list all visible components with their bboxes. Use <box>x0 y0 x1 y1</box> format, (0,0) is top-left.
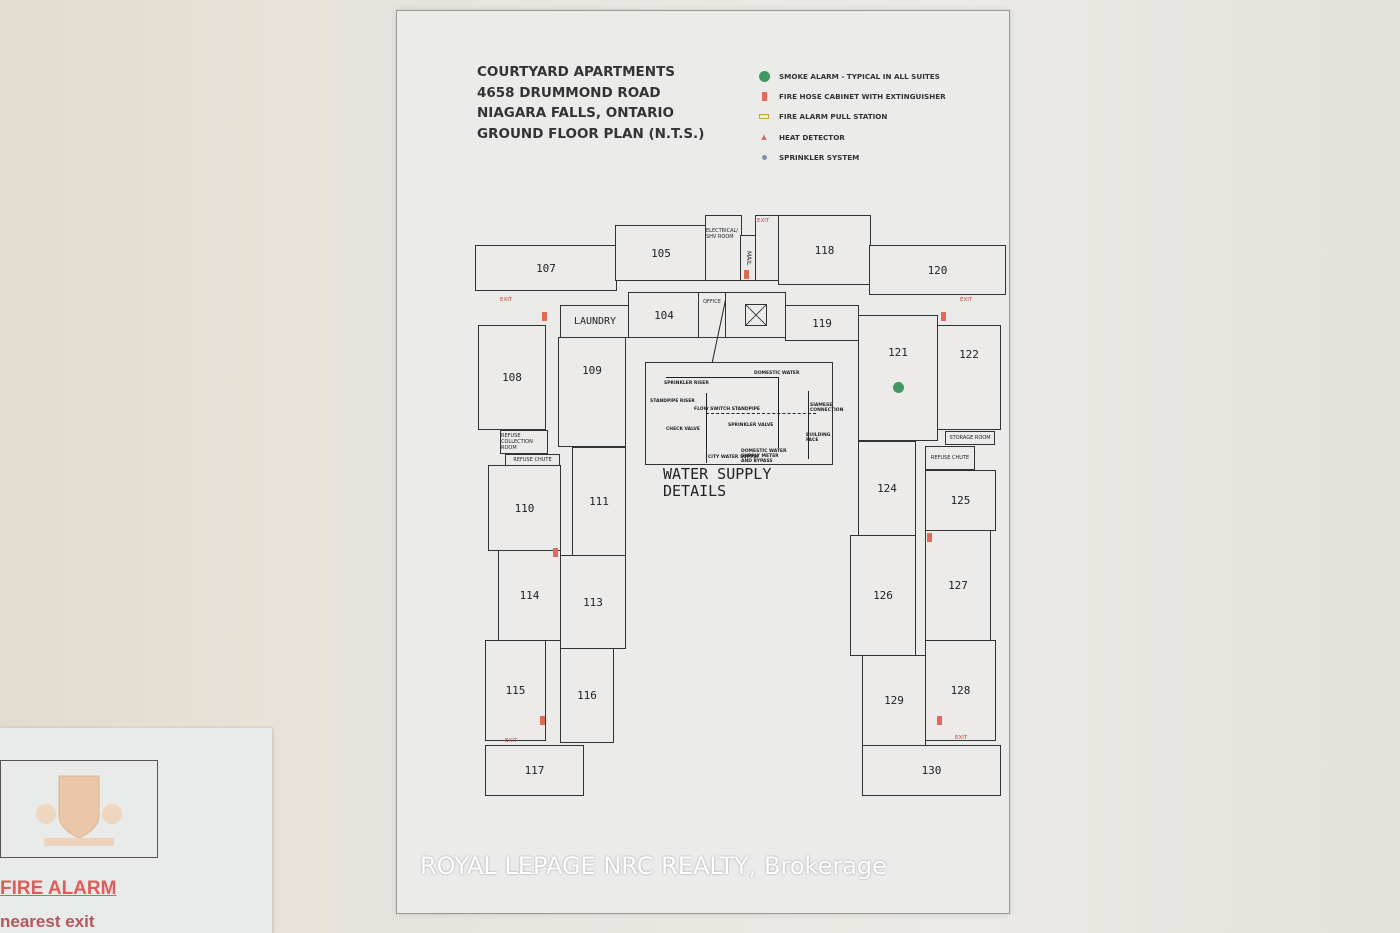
refuse-chute-right: REFUSE CHUTE <box>925 446 975 470</box>
room-laundry: LAUNDRY <box>560 305 630 338</box>
room-122: 122 <box>937 325 1001 430</box>
fire-hose-cabinet-icon <box>937 716 942 725</box>
room-126: 126 <box>850 535 916 656</box>
exit-label: EXIT <box>955 735 968 741</box>
water-label: BUILDING FACE <box>806 433 831 443</box>
pull-station-icon <box>759 114 769 120</box>
water-label: SPRINKLER VALVE <box>728 423 774 428</box>
water-label: CHECK VALVE <box>666 427 700 432</box>
room-129: 129 <box>862 655 926 746</box>
title-line: DETAILS <box>663 482 727 500</box>
pipe-line <box>808 391 809 459</box>
water-label: SIAMESE CONNECTION <box>810 403 844 413</box>
exit-label: EXIT <box>500 297 513 303</box>
fire-hose-cabinet-icon <box>744 270 749 279</box>
elevator-icon <box>744 304 767 326</box>
exit-label: EXIT <box>960 297 973 303</box>
storage-room: STORAGE ROOM <box>945 431 995 445</box>
room-127: 127 <box>925 530 991 641</box>
crest-logo-box <box>0 760 158 858</box>
room-114: 114 <box>498 550 561 641</box>
pipe-line <box>706 393 707 463</box>
exit-label: EXIT <box>505 738 518 744</box>
room-104: 104 <box>628 292 700 338</box>
room-121: 121 <box>858 315 938 441</box>
room-107: 107 <box>475 245 617 291</box>
water-label: CITY WATER SUPPLY <box>708 455 759 460</box>
water-supply-title: WATER SUPPLY DETAILS <box>663 466 771 500</box>
title-line: COURTYARD APARTMENTS <box>477 64 676 80</box>
title-line: NIAGARA FALLS, ONTARIO <box>477 105 674 121</box>
room-120: 120 <box>869 245 1006 295</box>
title-line: GROUND FLOOR PLAN (N.T.S.) <box>477 125 705 142</box>
room-118: 118 <box>778 215 871 285</box>
legend-item: SMOKE ALARM - TYPICAL IN ALL SUITES <box>755 66 946 86</box>
room-119: 119 <box>785 305 859 341</box>
fire-hose-cabinet-icon <box>553 548 558 557</box>
room-electrical: ELECTRICAL/ SHV ROOM <box>705 215 742 281</box>
fire-alarm-notice <box>0 728 272 933</box>
room-130: 130 <box>862 745 1001 796</box>
room-111: 111 <box>572 447 626 556</box>
room-109: 109 <box>558 337 626 447</box>
legend-item: ▲ HEAT DETECTOR <box>755 127 946 147</box>
legend-item: FIRE HOSE CABINET WITH EXTINGUISHER <box>755 86 946 106</box>
room-116: 116 <box>560 648 614 743</box>
title-line: 4658 DRUMMOND ROAD <box>477 84 661 101</box>
room-110: 110 <box>488 465 561 551</box>
pipe-line <box>706 413 816 414</box>
room-115: 115 <box>485 640 546 741</box>
room-117: 117 <box>485 745 584 796</box>
water-label: STANDPIPE RISER <box>650 399 695 404</box>
room-113: 113 <box>560 555 626 649</box>
notice-text: nearest exit <box>0 912 95 931</box>
fire-hose-cabinet-icon <box>542 312 547 321</box>
watermark: ROYAL LEPAGE NRC REALTY, Brokerage <box>420 852 887 880</box>
legend-label: FIRE HOSE CABINET WITH EXTINGUISHER <box>779 92 946 102</box>
plan-title: COURTYARD APARTMENTS 4658 DRUMMOND ROAD … <box>477 62 704 144</box>
room-label: 121 <box>888 346 908 359</box>
elevator <box>725 292 786 338</box>
fire-hose-cabinet-icon <box>941 312 946 321</box>
refuse-collection-room: REFUSE COLLECTION ROOM <box>500 430 548 454</box>
smoke-alarm-icon <box>758 70 770 82</box>
room-124: 124 <box>858 441 916 536</box>
legend-label: FIRE ALARM PULL STATION <box>779 112 888 122</box>
smoke-alarm-icon <box>893 382 904 393</box>
title-line: WATER SUPPLY <box>663 465 772 483</box>
legend-label: SMOKE ALARM - TYPICAL IN ALL SUITES <box>779 71 940 81</box>
legend-label: SPRINKLER SYSTEM <box>779 153 860 163</box>
legend-item: SPRINKLER SYSTEM <box>755 148 946 168</box>
fire-hose-cabinet-icon <box>540 716 545 725</box>
water-label: SPRINKLER RISER <box>664 381 709 386</box>
room-125: 125 <box>925 470 996 531</box>
notice-heading: FIRE ALARM <box>0 878 117 899</box>
room-105: 105 <box>615 225 707 281</box>
room-128: 128 <box>925 640 996 741</box>
exit-label: EXIT <box>757 218 770 224</box>
exit-corridor <box>755 215 779 281</box>
fire-hose-cabinet-icon <box>927 533 932 542</box>
sprinkler-icon <box>761 155 767 161</box>
legend: SMOKE ALARM - TYPICAL IN ALL SUITES FIRE… <box>755 66 946 168</box>
legend-label: HEAT DETECTOR <box>779 132 845 142</box>
room-108: 108 <box>478 325 546 430</box>
water-label: FLOW SWITCH STANDPIPE <box>694 407 761 412</box>
fire-hose-cabinet-icon <box>761 92 767 102</box>
water-label: DOMESTIC WATER <box>754 371 800 376</box>
water-supply-diagram: DOMESTIC WATER SPRINKLER RISER STANDPIPE… <box>645 362 844 465</box>
water-label: DOMESTIC WATER SUPPLY METER AND BYPASS <box>741 449 787 464</box>
crest-logo-icon <box>36 775 122 846</box>
legend-item: FIRE ALARM PULL STATION <box>755 107 946 127</box>
pipe-line <box>666 377 779 448</box>
heat-detector-icon: ▲ <box>761 133 767 142</box>
